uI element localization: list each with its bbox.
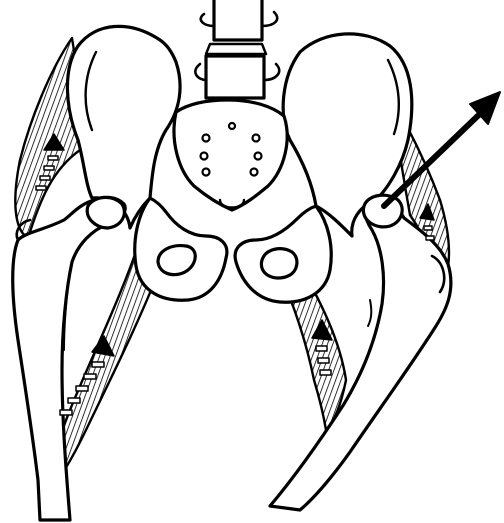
left-obturator-foramen (158, 246, 195, 275)
sacrum (174, 100, 287, 210)
lumbar-vertebra-upper (214, 0, 262, 40)
intervertebral-disc (206, 44, 266, 54)
right-femoral-head (363, 195, 402, 227)
right-obturator-foramen (261, 249, 297, 278)
lumbar-vertebra-lower (206, 56, 264, 98)
right-femur-shaft-line (368, 300, 371, 326)
left-femoral-head (87, 197, 124, 228)
left-ilium (67, 26, 180, 228)
spine (195, 0, 279, 98)
